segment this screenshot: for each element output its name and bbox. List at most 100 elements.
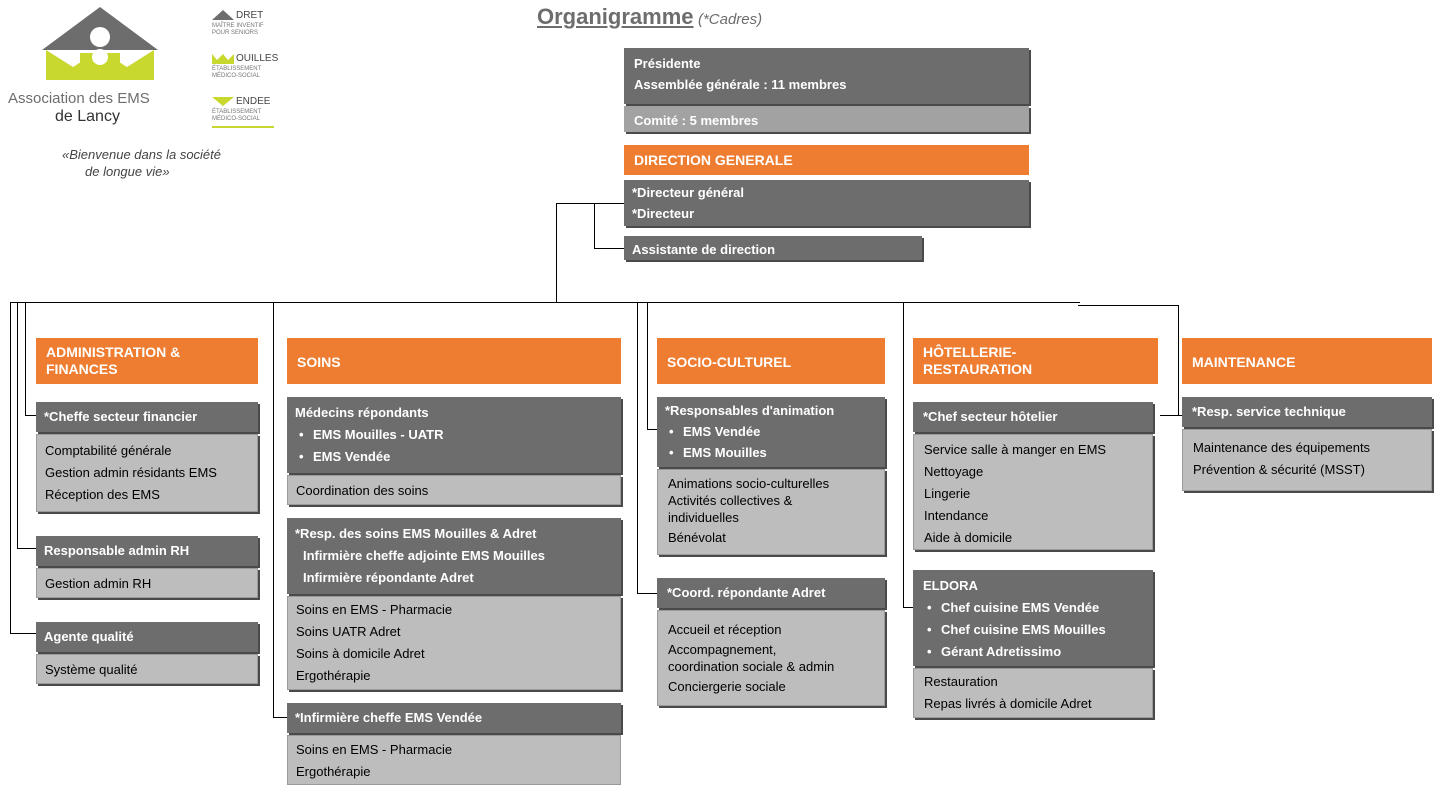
connector	[273, 302, 274, 718]
hotel-title-line2: RESTAURATION	[923, 361, 1033, 377]
admin-title: ADMINISTRATION & FINANCES	[36, 338, 258, 384]
connector	[1160, 415, 1182, 416]
eldora-head: ELDORA	[923, 578, 978, 593]
connector	[10, 633, 36, 634]
rh-list: Gestion admin RH	[36, 568, 258, 598]
list-item: coordination sociale & admin	[668, 659, 835, 674]
page-title: Organigramme	[537, 4, 694, 29]
connector	[637, 302, 638, 594]
establishment-desc: MAÎTRE INVENTIF	[212, 23, 264, 29]
list-item: Lingerie	[924, 486, 971, 501]
comite-box: Comité : 5 membres	[624, 106, 1029, 132]
logo-org-line2: de Lancy	[55, 108, 120, 125]
list-item: Chef cuisine EMS Vendée	[923, 597, 1143, 619]
list-item: Restauration	[924, 674, 998, 689]
page-subtitle: (*Cadres)	[697, 11, 763, 28]
establishment-desc: ÉTABLISSEMENT	[212, 109, 262, 115]
admin-title-line2: FINANCES	[46, 361, 118, 377]
connector	[556, 203, 624, 204]
list-item: Prévention & sécurité (MSST)	[1193, 462, 1365, 477]
list-item: individuelles	[668, 510, 739, 525]
list-item: EMS Vendée	[295, 446, 613, 468]
establishment-desc: POUR SENIORS	[212, 30, 259, 36]
list-item: Soins UATR Adret	[296, 624, 401, 639]
list-item: Animations socio-culturelles	[668, 476, 830, 491]
connector	[10, 302, 1080, 303]
establishment-name: OUILLES	[236, 53, 279, 64]
presidente-label: Présidente	[634, 56, 701, 71]
list-item: EMS Mouilles	[665, 442, 877, 463]
list-item: Comptabilité générale	[45, 443, 172, 458]
tagline-line2: de longue vie»	[85, 164, 170, 179]
list-item: Intendance	[924, 508, 989, 523]
connector	[273, 717, 287, 718]
list-item: Infirmière cheffe adjointe EMS Mouilles	[303, 548, 545, 563]
med-list: Coordination des soins	[287, 475, 621, 505]
med-head: Médecins répondants	[295, 405, 429, 420]
fin-list: Comptabilité générale Gestion admin rési…	[36, 434, 258, 512]
establishment-desc: MÉDICO-SOCIAL	[212, 73, 261, 79]
hotel-title: HÔTELLERIE- RESTAURATION	[913, 338, 1158, 384]
socio-title: SOCIO-CULTUREL	[657, 338, 885, 384]
directeur-label: *Directeur	[632, 206, 695, 221]
assemblee-label: Assemblée générale : 11 membres	[634, 77, 847, 92]
connector	[10, 302, 11, 634]
connector	[903, 302, 904, 608]
connector	[1178, 305, 1179, 415]
directeur-box: *Directeur général *Directeur	[624, 180, 1029, 226]
tech-list: Maintenance des équipements Prévention &…	[1182, 429, 1432, 491]
list-item: Coordination des soins	[296, 483, 429, 498]
connector	[17, 302, 18, 549]
list-item: Ergothérapie	[296, 668, 371, 683]
inf-list: Soins en EMS - Pharmacie Ergothérapie	[287, 735, 621, 785]
directeur-general-label: *Directeur général	[632, 185, 744, 200]
list-item: Accompagnement,	[668, 642, 777, 657]
anim-box: *Responsables d'animation EMS Vendée EMS…	[657, 397, 885, 467]
mouilles-logo-icon	[212, 54, 234, 64]
vendee-logo-icon	[212, 97, 234, 106]
list-item: Soins en EMS - Pharmacie	[296, 742, 453, 757]
chef-list: Service salle à manger en EMS Nettoyage …	[913, 434, 1153, 550]
list-item: EMS Mouilles - UATR	[295, 424, 613, 446]
resp-list: Soins en EMS - Pharmacie Soins UATR Adre…	[287, 596, 621, 690]
list-item: Nettoyage	[924, 464, 984, 479]
connector	[647, 302, 648, 430]
establishment-name: DRET	[236, 10, 264, 21]
list-item: Soins à domicile Adret	[296, 646, 425, 661]
connector	[647, 429, 657, 430]
list-item: Réception des EMS	[45, 487, 160, 502]
list-item: Système qualité	[45, 662, 138, 677]
anim-list: Animations socio-culturelles Activités c…	[657, 469, 885, 555]
connector	[1078, 305, 1178, 306]
list-item: Chef cuisine EMS Mouilles	[923, 619, 1143, 641]
establishment-vendee: ENDEE ÉTABLISSEMENT MÉDICO-SOCIAL	[212, 96, 292, 128]
list-item: Bénévolat	[668, 530, 726, 545]
connector	[556, 203, 557, 303]
hotel-title-line1: HÔTELLERIE-	[923, 344, 1017, 360]
establishment-mouilles: OUILLES ÉTABLISSEMENT MÉDICO-SOCIAL	[212, 53, 292, 83]
connector	[594, 248, 624, 249]
fin-head: *Cheffe secteur financier	[36, 402, 258, 432]
qual-list: Système qualité	[36, 654, 258, 684]
eldora-list: Restauration Repas livrés à domicile Adr…	[913, 668, 1153, 718]
eldora-box: ELDORA Chef cuisine EMS Vendée Chef cuis…	[913, 570, 1153, 666]
list-item: Aide à domicile	[924, 530, 1013, 545]
adret-roof-icon	[212, 10, 234, 20]
coord-head: *Coord. répondante Adret	[657, 578, 885, 608]
resp-head: *Resp. des soins EMS Mouilles & Adret	[295, 526, 537, 541]
anim-head: *Responsables d'animation	[665, 403, 835, 418]
assistante-box: Assistante de direction	[624, 236, 922, 260]
direction-title: DIRECTION GENERALE	[624, 145, 1029, 175]
logo-house-icon	[42, 7, 158, 80]
list-item: Accueil et réception	[668, 622, 782, 637]
tagline-line1: «Bienvenue dans la société	[62, 147, 222, 162]
med-box: Médecins répondants EMS Mouilles - UATR …	[287, 397, 621, 473]
admin-title-line1: ADMINISTRATION &	[46, 344, 181, 360]
logo-org-line1: Association des EMS	[8, 90, 150, 107]
inf-head: *Infirmière cheffe EMS Vendée	[287, 703, 621, 733]
list-item: Gestion admin résidants EMS	[45, 465, 217, 480]
soins-title: SOINS	[287, 338, 621, 384]
list-item: Repas livrés à domicile Adret	[924, 696, 1092, 711]
rh-head: Responsable admin RH	[36, 536, 258, 566]
list-item: Infirmière répondante Adret	[303, 570, 474, 585]
